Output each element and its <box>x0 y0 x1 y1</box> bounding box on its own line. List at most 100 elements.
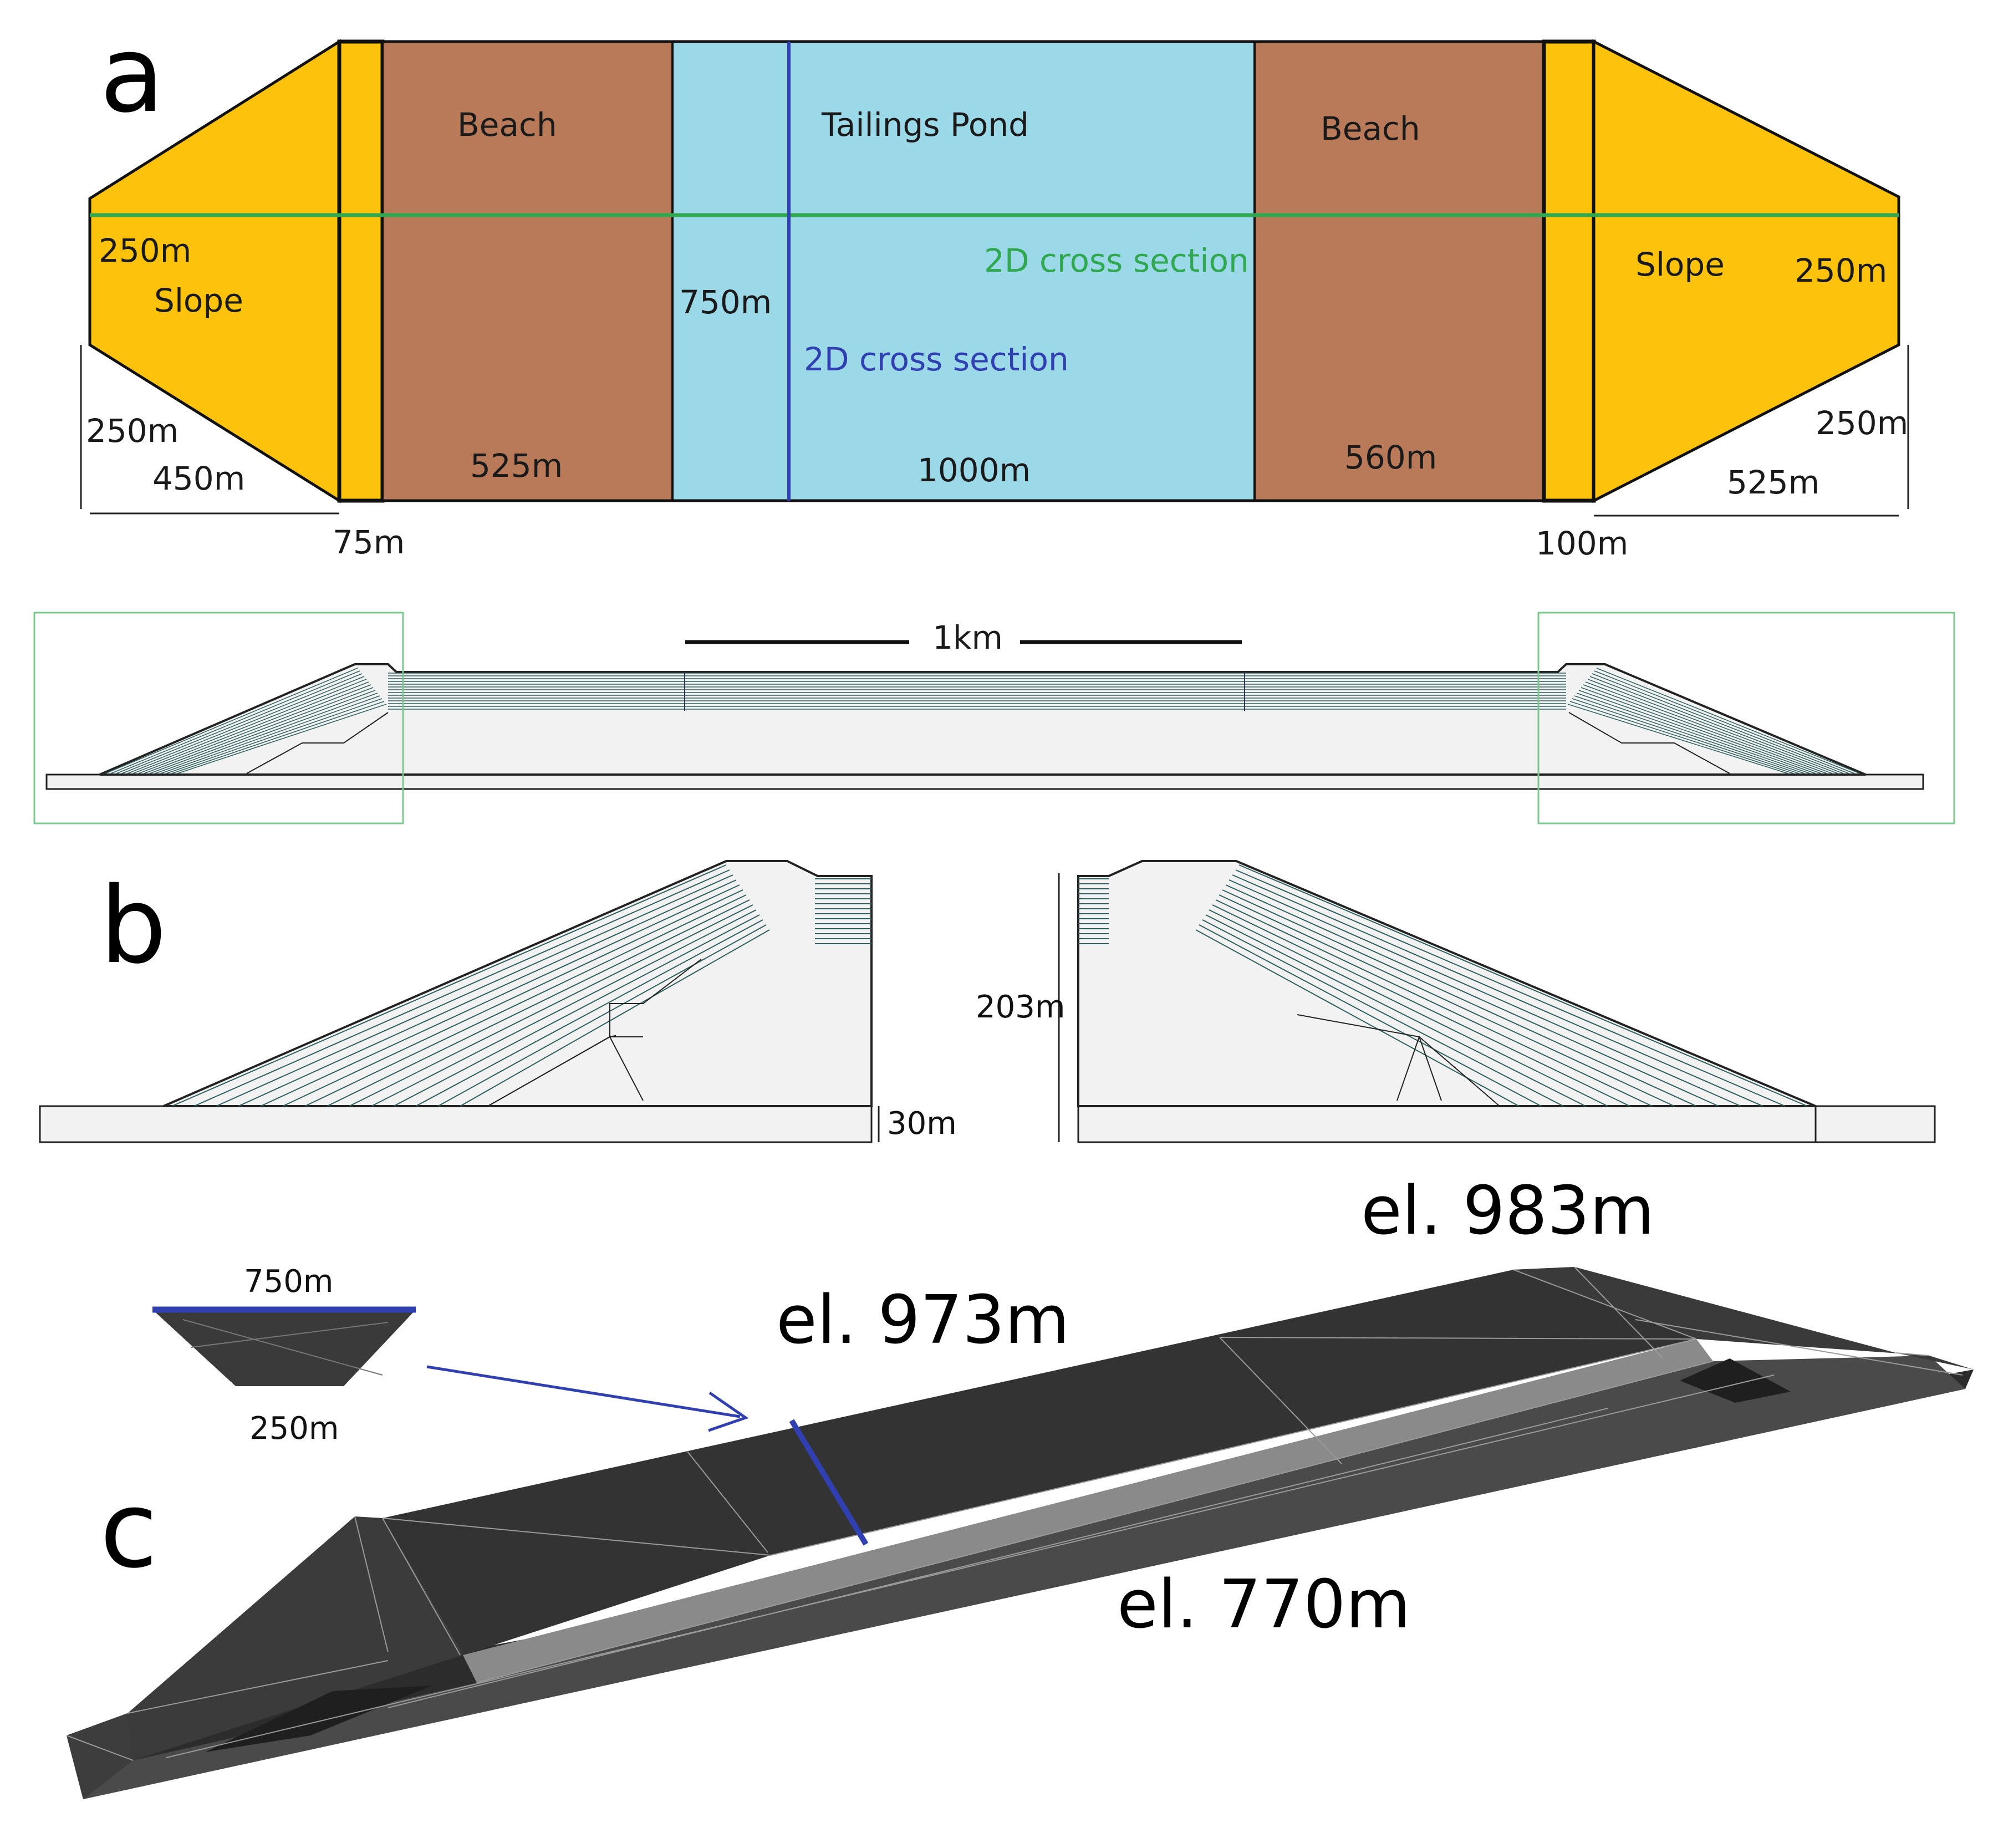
tailings-layer-line <box>1596 668 1861 774</box>
tailings-layer-line <box>166 698 383 774</box>
tailings-layer-line <box>327 899 750 1107</box>
elevation-low-label: el. 770m <box>1117 1566 1410 1643</box>
foundation-height-label: 30m <box>887 1106 957 1142</box>
tailings-layer-line <box>1205 914 1586 1107</box>
tailings-layer-line <box>1576 693 1811 774</box>
tailings-layer-line <box>1578 690 1816 774</box>
dim-left-bottom-vertical: 250m <box>86 412 179 450</box>
tailings-layer-line <box>1592 673 1849 774</box>
tailings-layer-line <box>1594 670 1855 774</box>
tailings-layer-line <box>132 681 369 774</box>
dim-left-bottom-horizontal: 450m <box>152 460 245 497</box>
elevation-mid-label: el. 973m <box>776 1282 1069 1359</box>
tailings-layer-line <box>1589 676 1844 774</box>
dim-crest-right: 100m <box>1536 525 1628 562</box>
tailings-layer-line <box>1225 884 1719 1107</box>
dim-pond-height: 750m <box>679 283 772 321</box>
inset-bottom-label: 250m <box>249 1411 339 1447</box>
tailings-layer-line <box>1222 889 1697 1107</box>
panel-b-zoom: b 30m 203m <box>39 860 1936 1143</box>
tailings-layer-line <box>155 693 378 774</box>
tailings-layer-line <box>238 879 737 1107</box>
tailings-layer-line <box>144 687 374 774</box>
mesh-cross-section-line <box>789 1419 869 1546</box>
dim-beach-left-width: 525m <box>470 447 563 485</box>
zoom-box-left <box>33 612 404 824</box>
zoom-left-dam <box>163 860 873 1107</box>
tailings-pond-region <box>671 40 1256 502</box>
tailings-pond-label: Tailings Pond <box>821 106 1029 144</box>
tailings-layer-line <box>1569 701 1794 774</box>
cross-section-blue-label: 2D cross section <box>804 340 1069 378</box>
tailings-layer-line <box>1199 924 1542 1107</box>
tailings-layer-line <box>1567 704 1788 774</box>
tailings-layer-line <box>415 919 763 1107</box>
elevation-top-label: el. 983m <box>1361 1173 1654 1250</box>
tailings-layer-line <box>127 679 367 774</box>
mesh-3d <box>66 1266 1974 1799</box>
cross-section-green-label: 2D cross section <box>984 242 1249 279</box>
dim-beach-right-width: 560m <box>1344 439 1437 476</box>
tailings-layer-line <box>1219 894 1675 1107</box>
panel-b-overview: 1km <box>33 612 1955 824</box>
tailings-layer-line <box>1215 899 1653 1107</box>
panel-c-letter: c <box>100 1469 157 1591</box>
tailings-layer-line <box>177 704 387 774</box>
tailings-layer-line <box>1238 864 1808 1107</box>
tailings-layer-line <box>105 668 358 774</box>
tailings-layer-line <box>1572 698 1800 774</box>
overview-dam-body <box>99 663 1866 776</box>
tailings-layer-line <box>160 695 380 774</box>
tailings-layer-line <box>116 673 363 774</box>
tailings-layer-line <box>437 924 767 1107</box>
tailings-layer-line <box>1583 684 1827 774</box>
beach-left-label: Beach <box>457 106 557 144</box>
tailings-layer-line <box>1202 919 1564 1107</box>
dim-crest-left: 75m <box>333 523 405 561</box>
tailings-layer-line <box>1585 681 1833 774</box>
tailings-layer-line <box>1229 879 1741 1107</box>
tailings-layer-line <box>393 914 760 1107</box>
tailings-layer-line <box>171 701 385 774</box>
dam-height-label: 203m <box>976 989 1065 1025</box>
tailings-layer-line <box>1574 695 1805 774</box>
tailings-layer-line <box>149 690 376 774</box>
tailings-layer-line <box>1212 904 1630 1107</box>
beach-left-region <box>381 40 674 502</box>
dim-right-top: 250m <box>1795 252 1887 289</box>
tailings-layer-line <box>371 909 757 1107</box>
tailings-layer-line <box>171 864 727 1107</box>
dim-left-top: 250m <box>99 232 191 269</box>
overview-tailings-layers <box>105 668 1861 774</box>
tailings-layer-line <box>193 869 730 1107</box>
scale-bar-label: 1km <box>932 619 1003 656</box>
zoom-box-right <box>1537 612 1955 824</box>
panel-b-letter: b <box>100 864 167 987</box>
tailings-layer-line <box>460 929 770 1107</box>
beach-right-region <box>1253 40 1545 502</box>
panel-c: c 750m 250m <box>66 1173 1974 1799</box>
dim-right-bottom-horizontal: 525m <box>1727 464 1819 501</box>
tailings-layer-line <box>1587 679 1838 774</box>
tailings-layer-line <box>282 889 743 1107</box>
tailings-layer-line <box>1581 687 1822 774</box>
inset-top-label: 750m <box>244 1264 333 1300</box>
tailings-layer-line <box>349 904 753 1107</box>
tailings-layer-line <box>216 874 733 1107</box>
tailings-layer-line <box>260 884 740 1107</box>
panel-a: a Beach Tailings Pond Beach Slope Slope <box>80 13 1909 562</box>
tailings-layer-line <box>1232 874 1763 1107</box>
crest-right-region <box>1542 39 1596 503</box>
beach-right-label: Beach <box>1321 110 1420 147</box>
dim-pond-width: 1000m <box>918 451 1031 489</box>
tailings-layer-line <box>138 684 371 774</box>
tailings-layer-line <box>1235 869 1786 1107</box>
crest-left-region <box>337 39 385 503</box>
panel-a-letter: a <box>100 13 164 136</box>
tailings-layer-line <box>121 676 365 774</box>
tailings-layer-line <box>110 670 360 774</box>
tailings-layer-line <box>1209 909 1608 1107</box>
slope-left-label: Slope <box>154 282 243 319</box>
slope-right-label: Slope <box>1635 246 1725 283</box>
